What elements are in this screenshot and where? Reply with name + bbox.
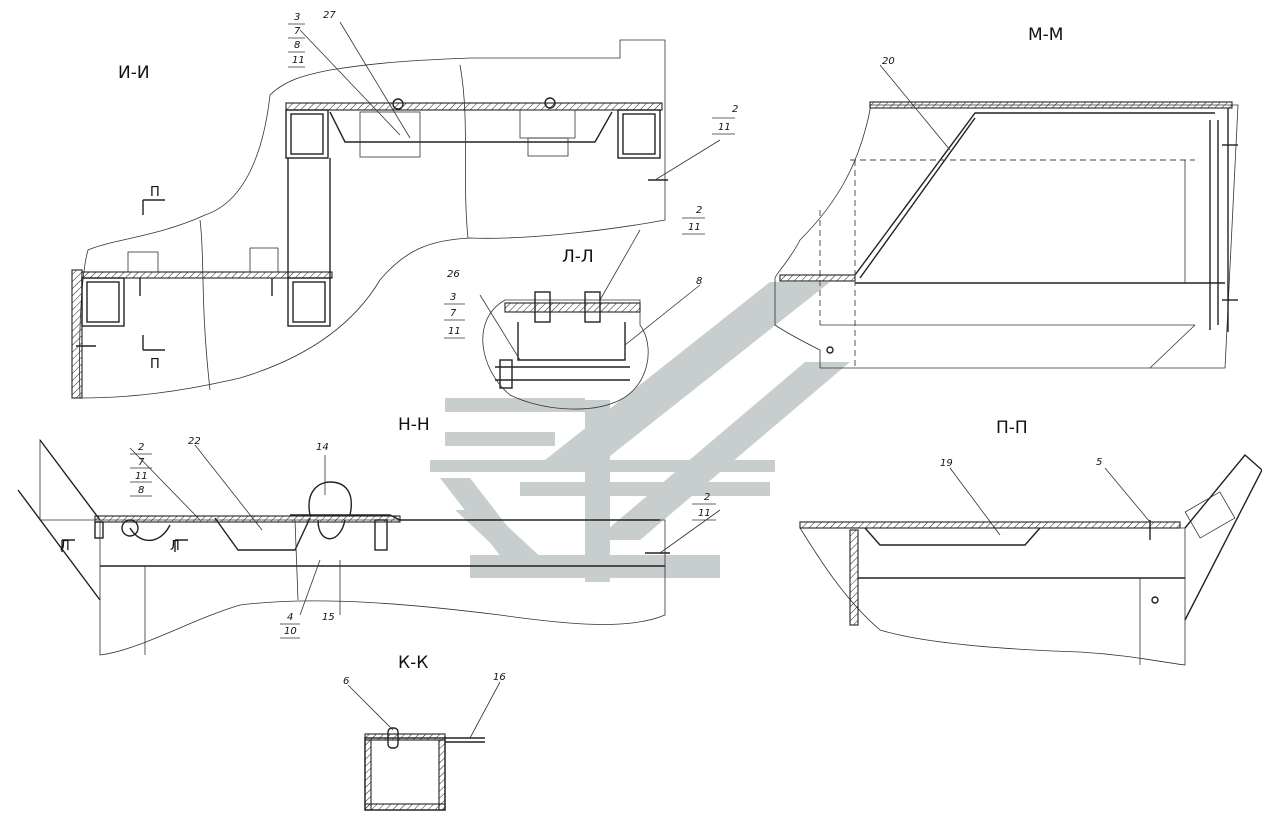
section-ll-drawing <box>479 229 701 410</box>
callout-nn-7: 7 <box>138 457 145 468</box>
callout-ll-11: 11 <box>448 326 461 337</box>
callout-ii-3: 3 <box>294 12 300 23</box>
callout-nn-right-2: 2 <box>704 492 710 503</box>
callout-nn-15: 15 <box>322 612 335 623</box>
callout-ll-top-11: 11 <box>688 222 701 233</box>
callout-ll-26: 26 <box>447 269 460 280</box>
section-ii-drawing <box>71 21 721 399</box>
callout-nn-22: 22 <box>188 436 201 447</box>
callout-nn-8: 8 <box>138 485 144 496</box>
callout-ll-top-2: 2 <box>696 205 702 216</box>
callout-kk-6: 6 <box>343 676 349 687</box>
callout-ii-11: 11 <box>292 55 305 66</box>
cut-marker-l-right: Л <box>170 539 180 554</box>
callout-nn-14: 14 <box>316 442 329 453</box>
callout-ii-right-2: 2 <box>732 104 738 115</box>
section-title-kk: К-К <box>398 653 428 673</box>
section-mm-drawing <box>774 64 1239 369</box>
callout-ii-8: 8 <box>294 40 300 51</box>
callout-nn-right-11: 11 <box>698 508 711 519</box>
callout-ii-7: 7 <box>294 26 301 37</box>
callout-ii-27: 27 <box>323 10 336 21</box>
cut-marker-p-top: П <box>150 185 160 200</box>
callout-mm-20: 20 <box>882 56 895 67</box>
cut-marker-p-bottom: П <box>150 357 160 372</box>
callout-ii-right-11: 11 <box>718 122 731 133</box>
section-title-ii: И-И <box>118 63 150 83</box>
callout-kk-16: 16 <box>493 672 506 683</box>
callout-nn-4: 4 <box>287 612 293 623</box>
callout-ll-7: 7 <box>450 308 457 319</box>
callout-pp-5: 5 <box>1096 457 1102 468</box>
cut-marker-l-left: Л <box>60 539 70 554</box>
section-nn-drawing <box>17 438 721 656</box>
section-title-mm: М-М <box>1028 25 1063 45</box>
section-title-pp: П-П <box>996 418 1028 438</box>
callout-nn-11: 11 <box>135 471 148 482</box>
section-title-ll: Л-Л <box>562 247 594 267</box>
watermark-logo <box>430 282 850 582</box>
callout-pp-19: 19 <box>940 458 953 469</box>
section-pp-drawing <box>799 453 1262 666</box>
callout-nn-2: 2 <box>138 442 144 453</box>
callout-ll-3: 3 <box>450 292 456 303</box>
section-kk-drawing <box>347 681 501 811</box>
callout-nn-10: 10 <box>284 626 297 637</box>
section-title-nn: Н-Н <box>398 415 430 435</box>
callout-ll-8: 8 <box>696 276 702 287</box>
